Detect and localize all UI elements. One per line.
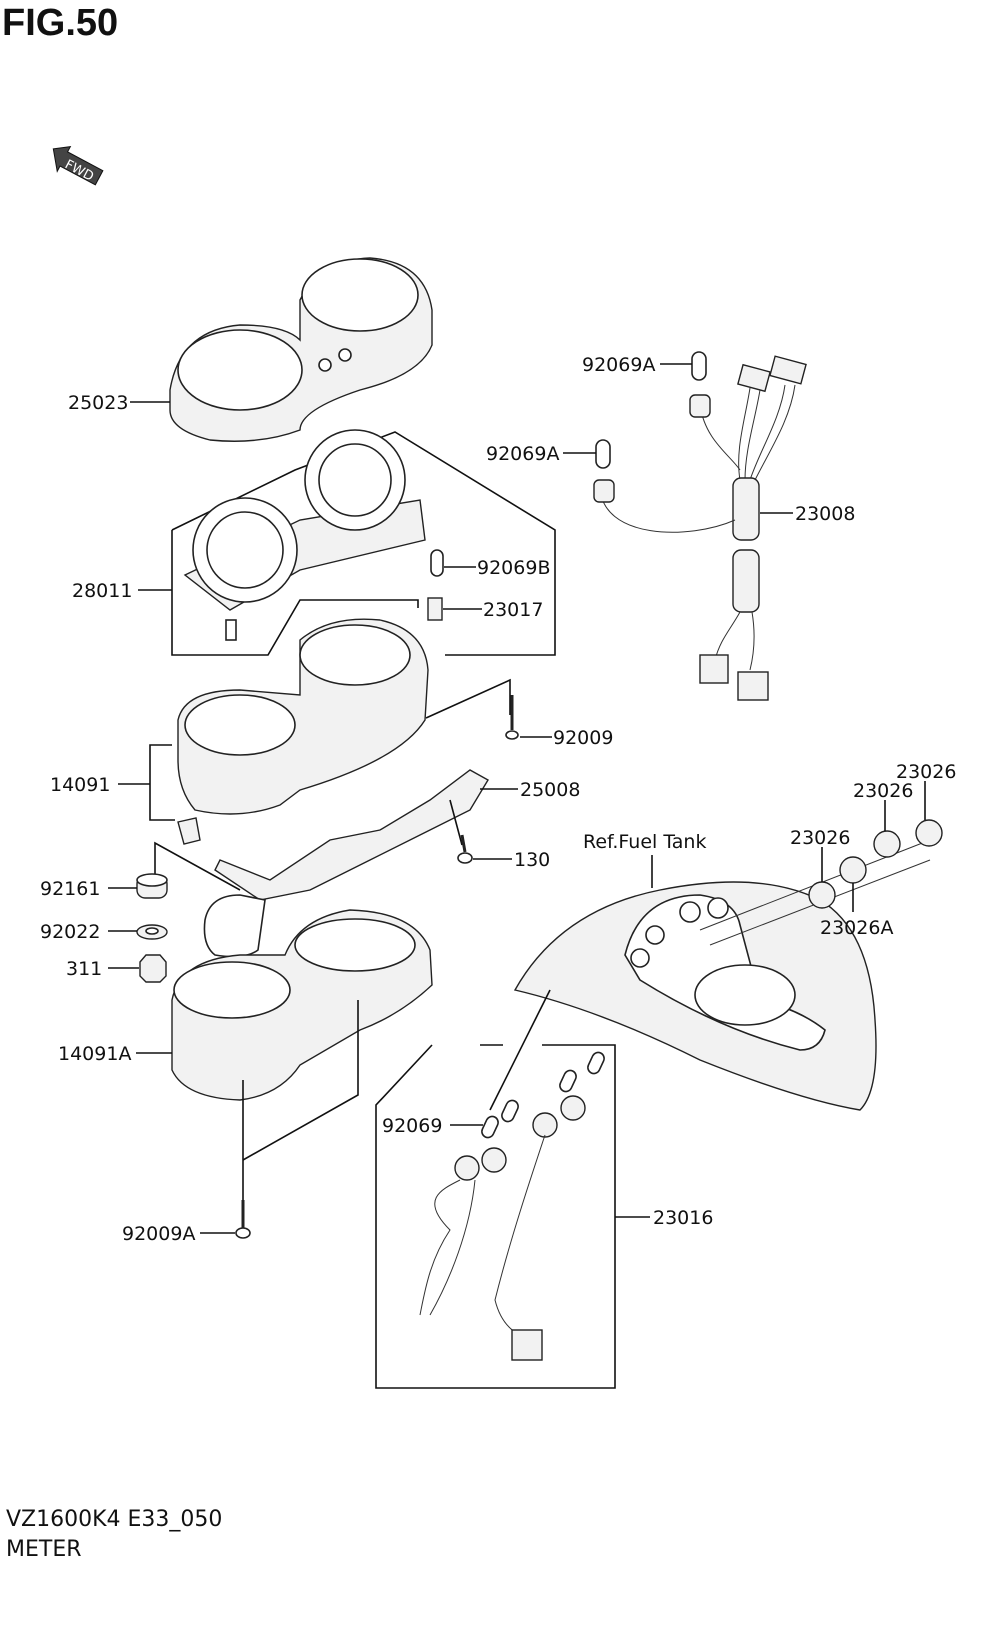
label-92069: 92069 [382, 1115, 442, 1137]
part-92069A-bulb-1 [691, 351, 707, 381]
label-23016: 23016 [653, 1207, 713, 1229]
part-23008-wire-harness [593, 355, 807, 701]
label-130: 130 [514, 849, 550, 871]
part-92009A-screw [235, 1200, 251, 1239]
part-23026-cap-2 [873, 830, 901, 858]
label-92069B: 92069B [477, 557, 550, 579]
label-23017: 23017 [483, 599, 543, 621]
fwd-arrow-icon: FWD [52, 145, 104, 186]
part-23016-indicator-harness [419, 1051, 605, 1361]
part-130-bolt [457, 834, 473, 864]
part-92022-washer [136, 924, 168, 940]
part-25008-bracket [203, 769, 489, 958]
part-92069A-bulb-2 [595, 439, 611, 469]
label-28011: 28011 [72, 580, 132, 602]
label-14091A: 14091A [58, 1043, 131, 1065]
part-ref-fuel-tank [513, 881, 877, 1111]
label-311: 311 [66, 958, 102, 980]
label-92009: 92009 [553, 727, 613, 749]
label-23026-2: 23026 [853, 780, 913, 802]
section-name: METER [6, 1537, 82, 1562]
label-92009A: 92009A [122, 1223, 195, 1245]
label-23026-1: 23026 [790, 827, 850, 849]
label-92069A-1: 92069A [582, 354, 655, 376]
part-23026-cap-3 [915, 819, 943, 847]
part-25023-meter-cover [169, 257, 433, 442]
label-23026A: 23026A [820, 917, 893, 939]
part-92161-grommet [136, 873, 168, 899]
label-14091: 14091 [50, 774, 110, 796]
part-311-nut [139, 954, 167, 983]
figure-title: FIG.50 [2, 2, 119, 44]
label-ref-fuel-tank: Ref.Fuel Tank [583, 831, 706, 853]
label-92069A-2: 92069A [486, 443, 559, 465]
label-92161: 92161 [40, 878, 100, 900]
part-23017-socket [427, 597, 443, 621]
label-92022: 92022 [40, 921, 100, 943]
part-92009-screw [505, 695, 519, 740]
label-23008: 23008 [795, 503, 855, 525]
label-25008: 25008 [520, 779, 580, 801]
part-14091A-lower-case [171, 909, 433, 1101]
label-25023: 25023 [68, 392, 128, 414]
model-code: VZ1600K4 E33_050 [6, 1507, 223, 1532]
label-23026-3: 23026 [896, 761, 956, 783]
part-14091-meter-case [177, 618, 429, 845]
part-28011-meter-board [183, 429, 426, 641]
part-92069B-bulb [430, 549, 444, 577]
part-23026A-cap [839, 856, 867, 884]
part-23026-cap-1 [808, 881, 836, 909]
